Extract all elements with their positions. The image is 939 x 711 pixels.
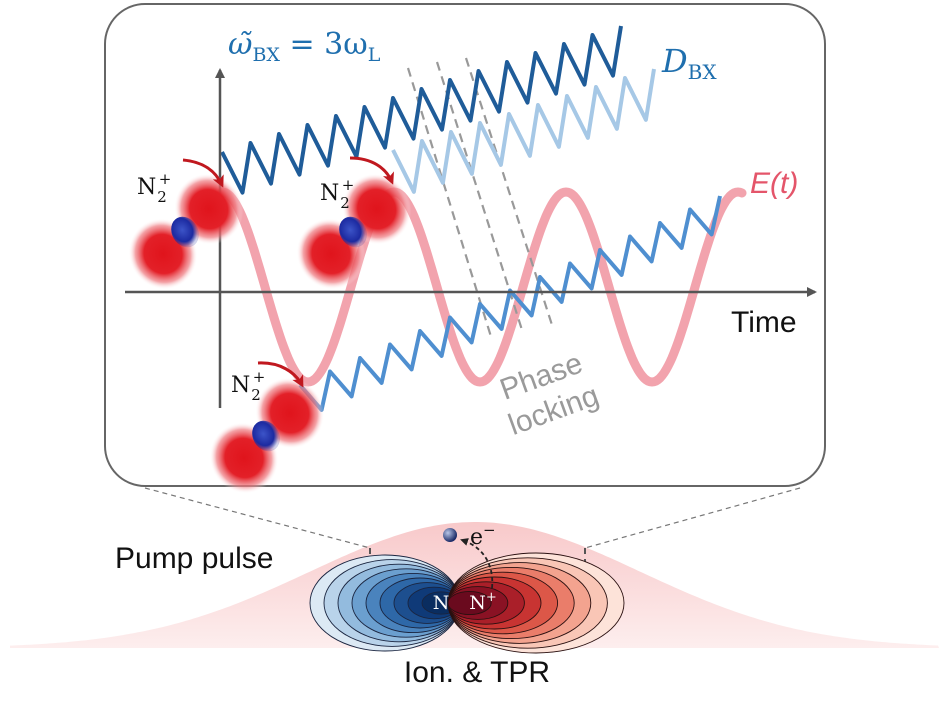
red-arrow-2 bbox=[349, 156, 394, 185]
atom-nplus-label: N+ bbox=[469, 590, 497, 614]
electron-ball bbox=[443, 528, 457, 542]
zoom-line-right bbox=[584, 487, 801, 549]
molecule-top-center bbox=[296, 173, 412, 290]
red-arrow-3 bbox=[257, 361, 304, 388]
zoom-line-left bbox=[144, 487, 371, 549]
omega-label: ω̃BX = 3ωL bbox=[228, 27, 381, 66]
atom-n-label: N bbox=[433, 592, 450, 614]
electron-path-arrow bbox=[460, 538, 494, 589]
field-curve bbox=[217, 187, 747, 387]
phase-line-2 bbox=[435, 61, 524, 331]
molecule-bottom bbox=[209, 377, 325, 494]
n2plus-label-2: N2+ bbox=[320, 176, 354, 212]
pump-pulse-label: Pump pulse bbox=[115, 542, 273, 575]
dipole-dark-branch bbox=[220, 25, 623, 195]
time-label: Time bbox=[731, 306, 797, 339]
phase-line-1 bbox=[406, 67, 494, 341]
n2plus-label-1: N2+ bbox=[137, 170, 171, 206]
ion-tpr-label: Ion. & TPR bbox=[404, 656, 550, 689]
dipole-label: DBX bbox=[661, 42, 717, 84]
field-label: E(t) bbox=[750, 167, 798, 200]
molecule-top-left bbox=[128, 173, 244, 290]
dipole-mid-branch bbox=[298, 195, 722, 412]
n2plus-label-3: N2+ bbox=[231, 368, 265, 404]
inset-panel bbox=[104, 3, 826, 487]
dipole-light-branch bbox=[391, 68, 656, 194]
contour-red-ring bbox=[447, 590, 492, 616]
red-arrow-1 bbox=[182, 158, 224, 188]
electron-label: e− bbox=[470, 521, 496, 550]
